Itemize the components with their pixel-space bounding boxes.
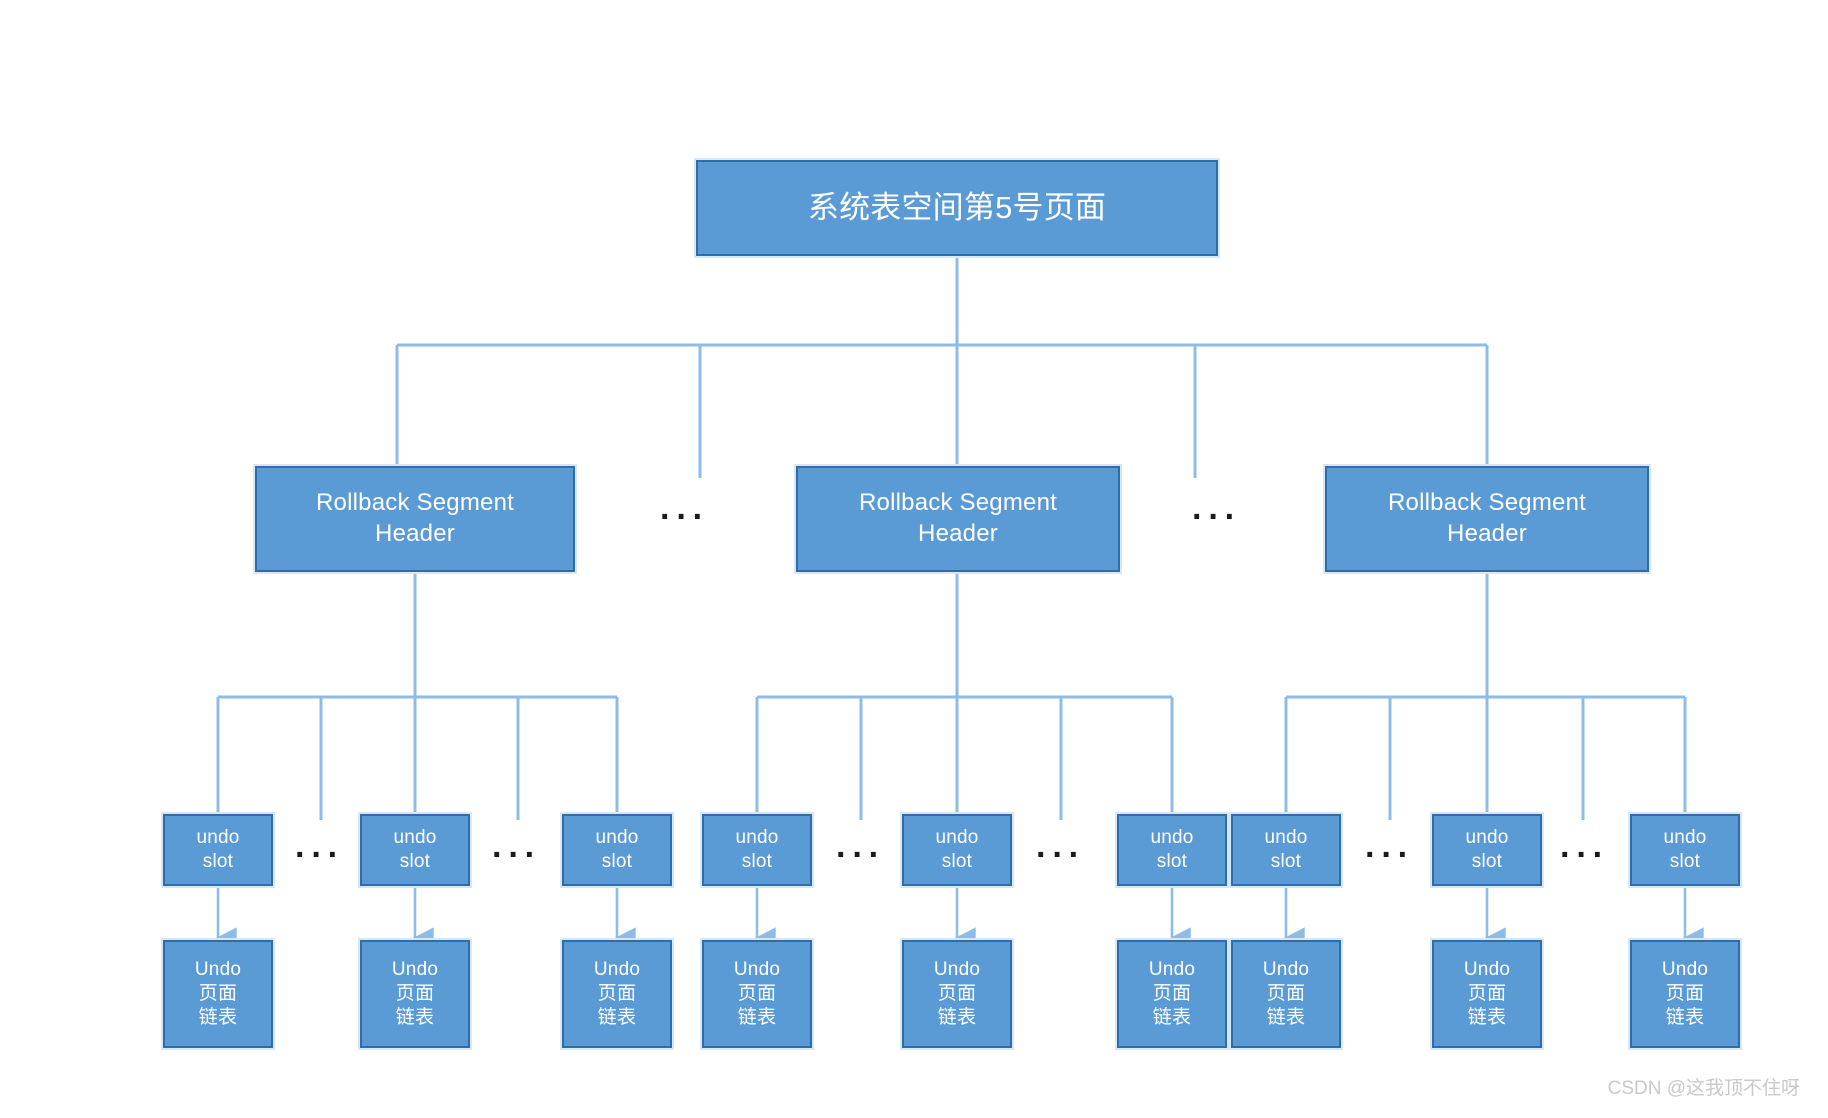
- node-undo-slot-8[interactable]: undo slot: [1432, 814, 1542, 886]
- node-undo-slot-4[interactable]: undo slot: [702, 814, 812, 886]
- node-undo-page-list-7[interactable]: Undo 页面 链表: [1231, 940, 1341, 1048]
- ellipsis-slot-5: ···: [1365, 836, 1414, 874]
- node-undo-page-list-8[interactable]: Undo 页面 链表: [1432, 940, 1542, 1048]
- ellipsis-slot-3: ···: [836, 836, 885, 874]
- node-rollback-segment-header-1[interactable]: Rollback Segment Header: [255, 466, 575, 572]
- node-rollback-segment-header-2[interactable]: Rollback Segment Header: [796, 466, 1120, 572]
- csdn-watermark: CSDN @这我顶不住呀: [1607, 1078, 1800, 1099]
- node-undo-page-list-2[interactable]: Undo 页面 链表: [360, 940, 470, 1048]
- node-undo-slot-7[interactable]: undo slot: [1231, 814, 1341, 886]
- ellipsis-slot-4: ···: [1036, 836, 1085, 874]
- node-undo-page-list-1[interactable]: Undo 页面 链表: [163, 940, 273, 1048]
- node-undo-page-list-5[interactable]: Undo 页面 链表: [902, 940, 1012, 1048]
- node-undo-page-list-3[interactable]: Undo 页面 链表: [562, 940, 672, 1048]
- node-rollback-segment-header-3[interactable]: Rollback Segment Header: [1325, 466, 1649, 572]
- node-undo-slot-2[interactable]: undo slot: [360, 814, 470, 886]
- node-undo-page-list-9[interactable]: Undo 页面 链表: [1630, 940, 1740, 1048]
- node-undo-slot-5[interactable]: undo slot: [902, 814, 1012, 886]
- ellipsis-slot-6: ···: [1560, 836, 1609, 874]
- node-undo-slot-6[interactable]: undo slot: [1117, 814, 1227, 886]
- node-system-tablespace-page-5[interactable]: 系统表空间第5号页面: [696, 160, 1218, 256]
- node-undo-page-list-4[interactable]: Undo 页面 链表: [702, 940, 812, 1048]
- ellipsis-rsh-2: ···: [1192, 498, 1241, 536]
- node-undo-slot-9[interactable]: undo slot: [1630, 814, 1740, 886]
- ellipsis-slot-1: ···: [295, 836, 344, 874]
- node-undo-slot-1[interactable]: undo slot: [163, 814, 273, 886]
- ellipsis-slot-2: ···: [492, 836, 541, 874]
- node-undo-page-list-6[interactable]: Undo 页面 链表: [1117, 940, 1227, 1048]
- node-undo-slot-3[interactable]: undo slot: [562, 814, 672, 886]
- ellipsis-rsh-1: ···: [660, 498, 709, 536]
